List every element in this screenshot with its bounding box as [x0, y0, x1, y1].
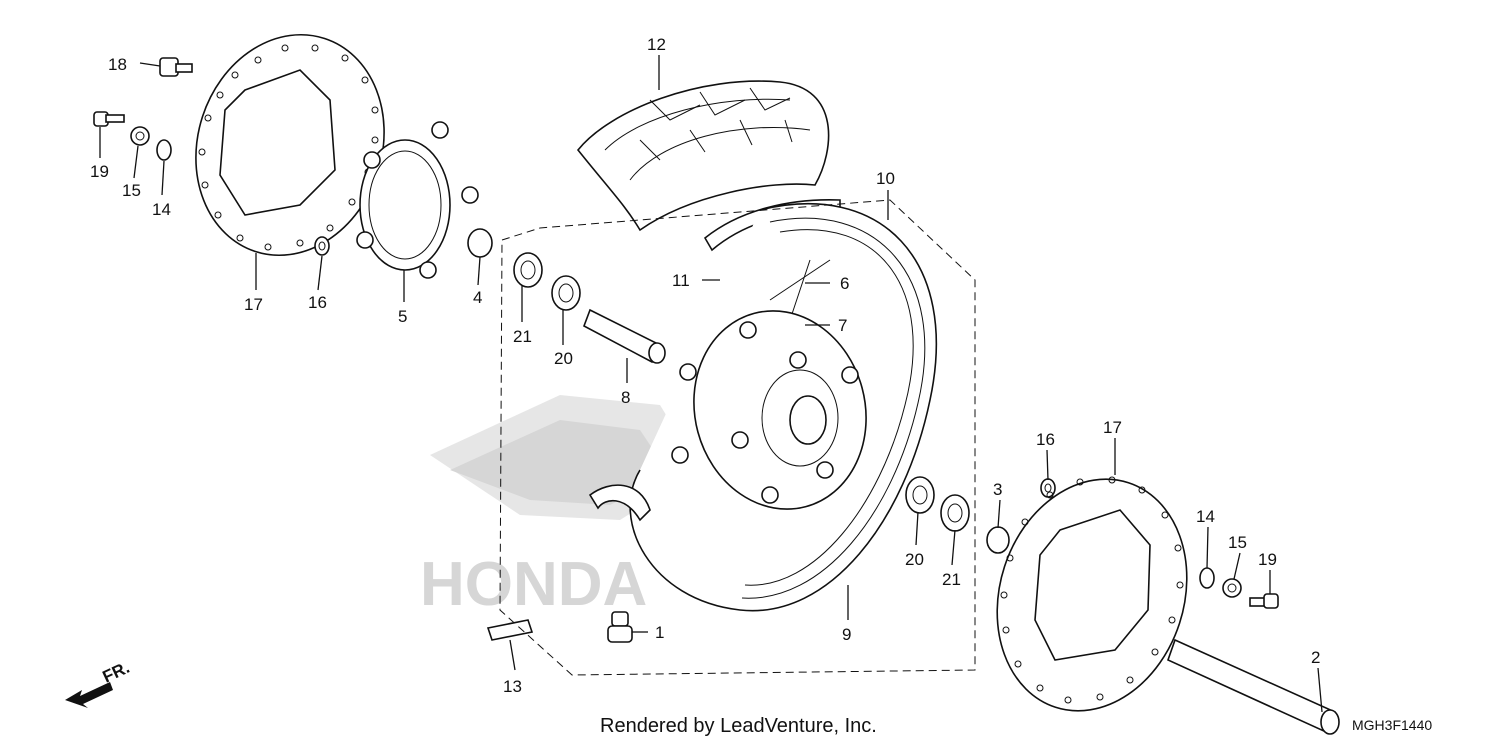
callout-15-right: 15: [1228, 533, 1247, 552]
leader-lines: [99, 55, 1323, 713]
tire-valve[interactable]: [607, 611, 633, 643]
callout-19-left: 19: [90, 162, 109, 181]
callout-11: 11: [672, 271, 690, 290]
callout-9: 9: [842, 625, 851, 644]
front-direction-indicator: FR.: [65, 658, 133, 708]
callout-8: 8: [621, 388, 630, 407]
callout-14-left: 14: [152, 200, 171, 219]
direction-label: FR.: [100, 658, 133, 687]
callout-5: 5: [398, 307, 407, 326]
callout-16-left: 16: [308, 293, 327, 312]
bolt-19-left[interactable]: [93, 111, 125, 127]
callout-21-right: 21: [942, 570, 961, 589]
footer-credit: Rendered by LeadVenture, Inc.: [600, 715, 877, 737]
bearing-21-right[interactable]: [940, 494, 970, 532]
callout-20-left: 20: [554, 349, 573, 368]
bearing-20-left[interactable]: [551, 275, 581, 311]
callout-4: 4: [473, 288, 482, 307]
direction-arrow-icon: [65, 682, 113, 708]
callout-3: 3: [993, 480, 1002, 499]
wheel-hub[interactable]: [671, 291, 888, 528]
disc-mount-plate[interactable]: [356, 121, 479, 279]
bolt-19-right[interactable]: [1249, 593, 1279, 609]
callout-16-right: 16: [1036, 430, 1055, 449]
watermark-text: HONDA: [420, 550, 647, 619]
washer-14-left[interactable]: [156, 139, 172, 161]
balance-weight[interactable]: [486, 619, 534, 641]
bearing-20-right[interactable]: [905, 476, 935, 514]
callout-21-left: 21: [513, 327, 532, 346]
washer-16-left[interactable]: [314, 236, 330, 256]
callout-18: 18: [108, 55, 127, 74]
callout-20-right: 20: [905, 550, 924, 569]
callout-10: 10: [876, 169, 895, 188]
diagram-code: MGH3F1440: [1352, 717, 1432, 733]
washer-14-right[interactable]: [1199, 567, 1215, 589]
bearing-21-left[interactable]: [513, 252, 543, 288]
left-brake-disc[interactable]: [168, 10, 412, 280]
callout-6: 6: [840, 274, 849, 293]
honda-watermark: HONDA: [420, 395, 700, 619]
callout-12: 12: [647, 35, 666, 54]
distance-collar-8[interactable]: [583, 308, 666, 364]
right-brake-disc[interactable]: [968, 454, 1216, 735]
spokes: [769, 259, 831, 321]
callout-17-left: 17: [244, 295, 263, 314]
callout-labels: 18 19 15 14 17 16 5 4 12 10 11 6 7 21 20…: [90, 35, 1320, 696]
callout-17-right: 17: [1103, 418, 1122, 437]
tire[interactable]: [576, 80, 830, 232]
collar-3[interactable]: [986, 526, 1010, 554]
callout-14-right: 14: [1196, 507, 1215, 526]
callout-15-left: 15: [122, 181, 141, 200]
bolt-18[interactable]: [159, 57, 193, 77]
callout-7: 7: [838, 316, 847, 335]
front-axle[interactable]: [1167, 638, 1340, 735]
nut-15-right[interactable]: [1222, 578, 1242, 598]
collar-4[interactable]: [467, 228, 493, 258]
callout-2: 2: [1311, 648, 1320, 667]
callout-1: 1: [655, 623, 664, 642]
nut-15-left[interactable]: [130, 126, 150, 146]
callout-19-right: 19: [1258, 550, 1277, 569]
assembly-box: [499, 199, 976, 676]
callout-13: 13: [503, 677, 522, 696]
